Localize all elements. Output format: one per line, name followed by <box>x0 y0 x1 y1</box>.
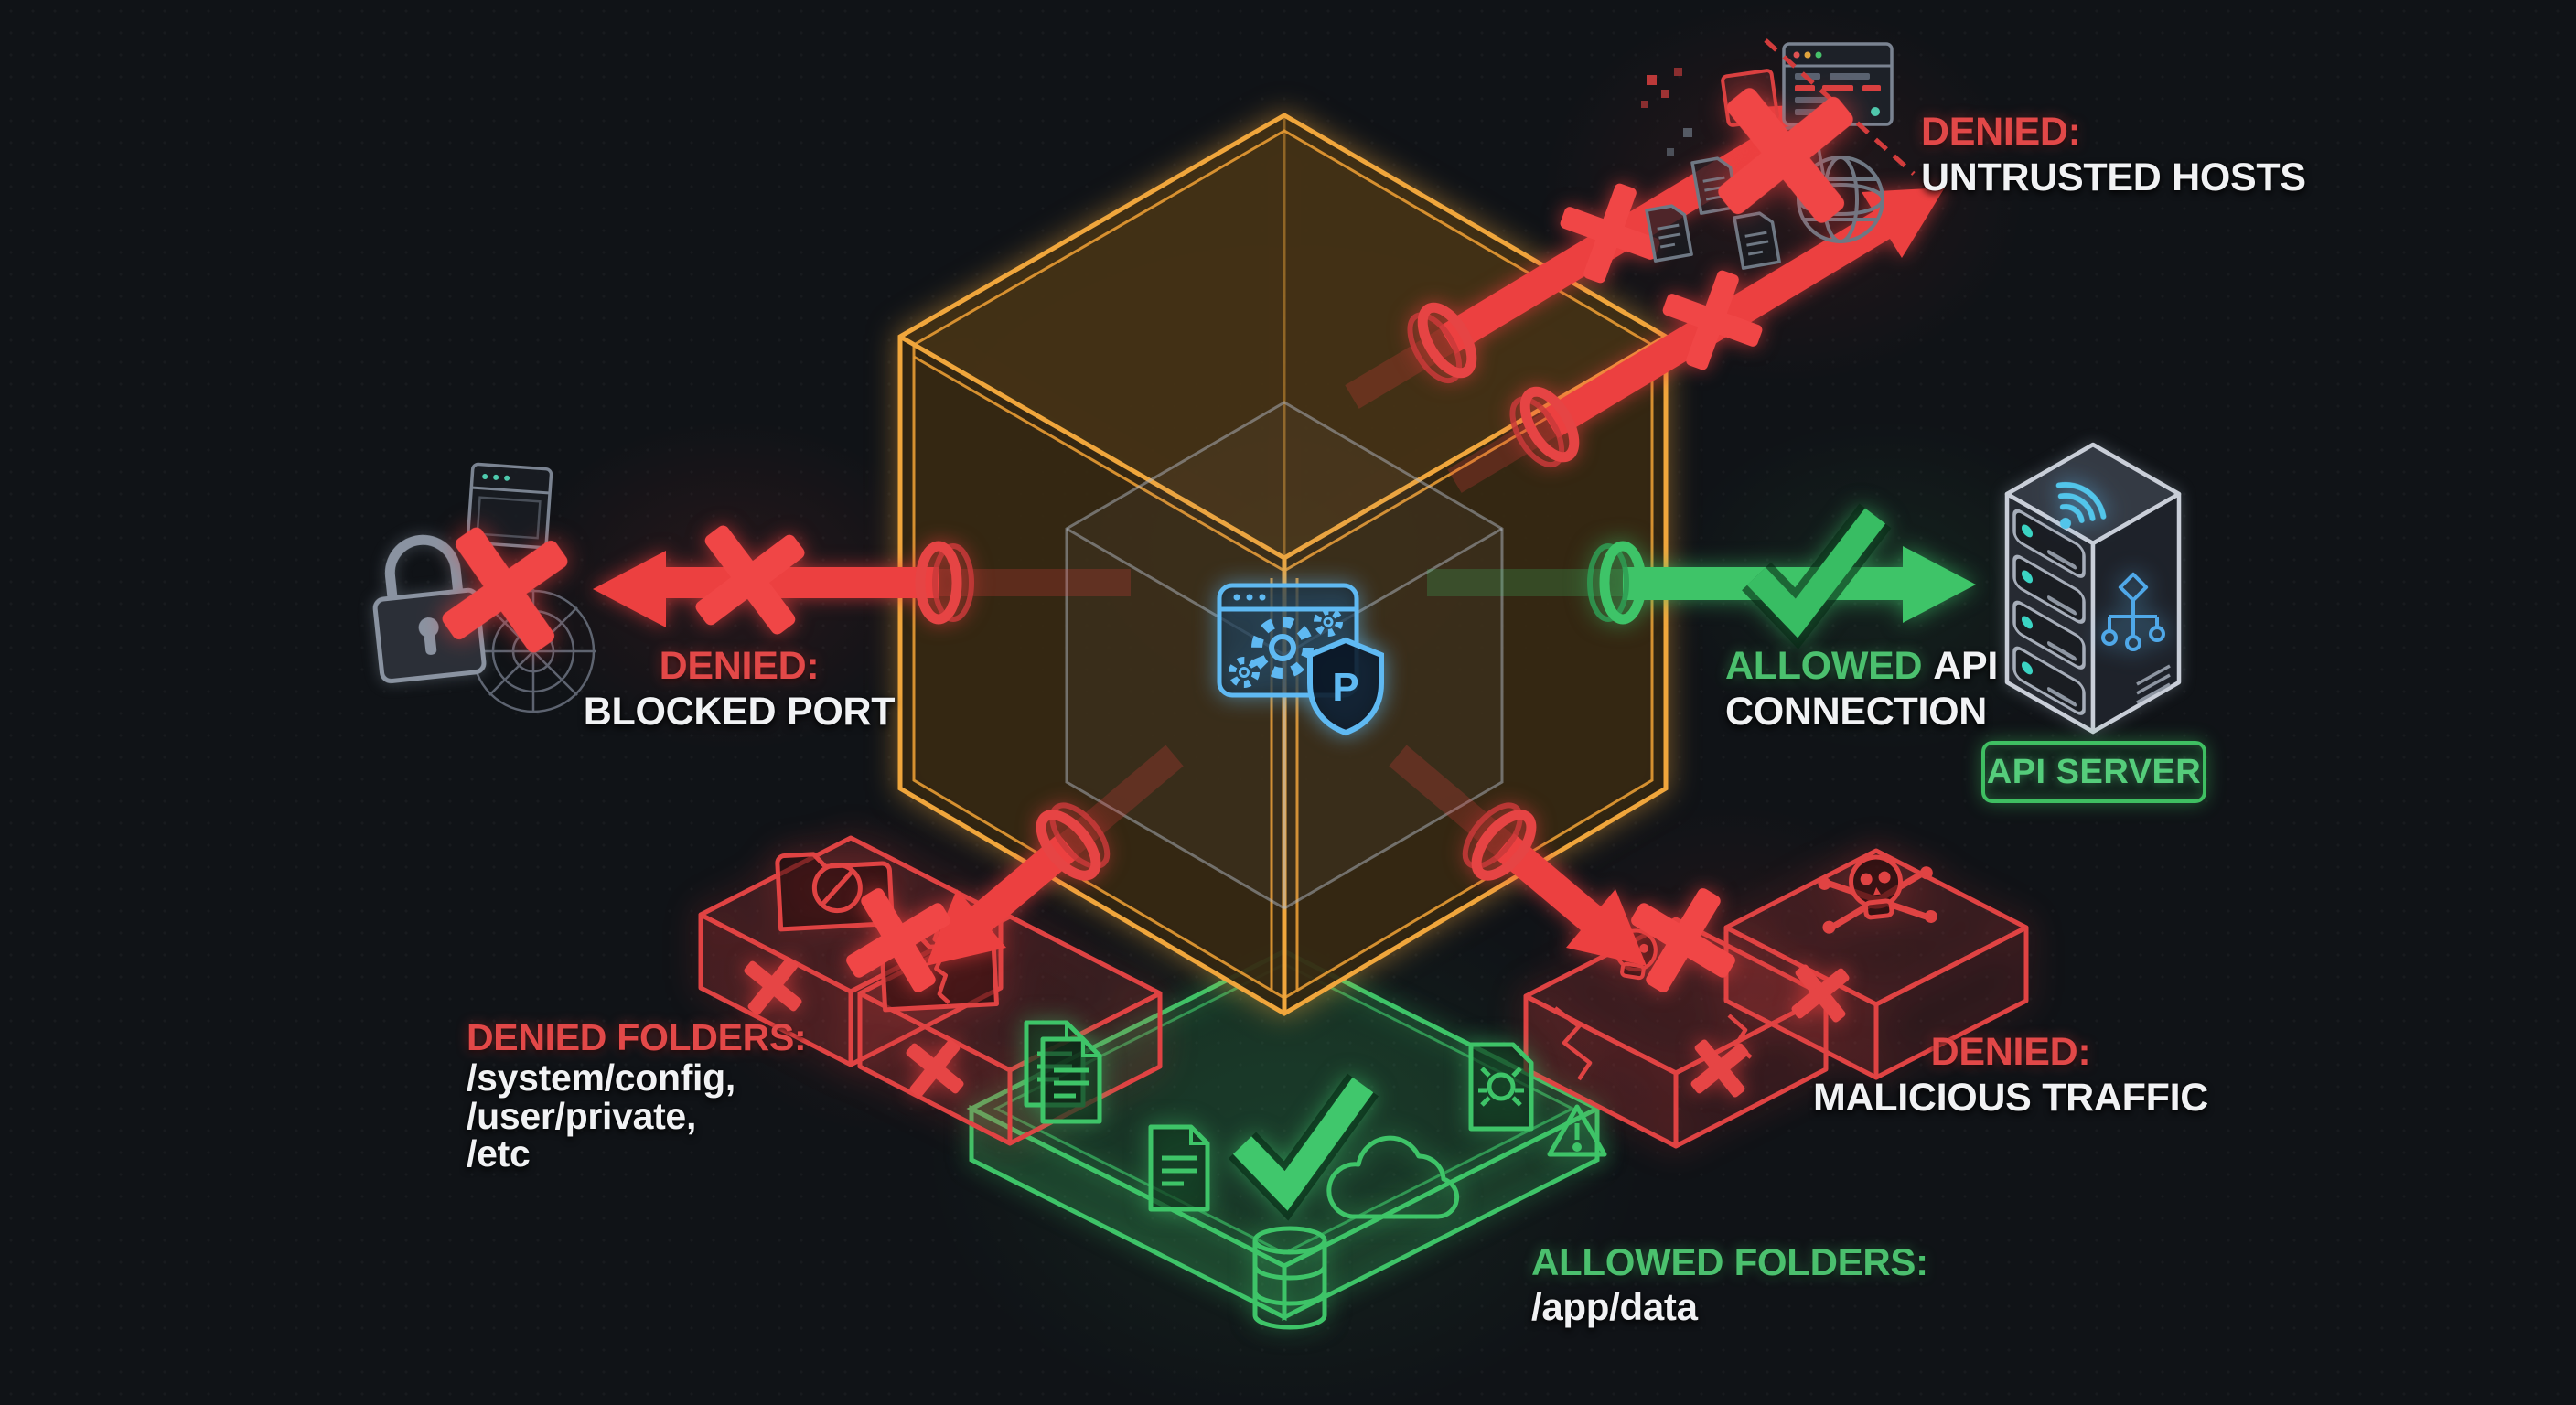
allowed-path: /app/data <box>1531 1284 1698 1328</box>
label-allowed-folders: ALLOWED FOLDERS: /app/data <box>1531 1240 1928 1329</box>
denied-arrow-bottom-right <box>1455 796 1742 999</box>
label-text: BLOCKED PORT <box>583 689 896 734</box>
denied-arrow-left <box>593 520 971 640</box>
status-denied: DENIED: <box>1930 1030 2091 1074</box>
label-line-2: CONNECTION <box>1725 689 1988 734</box>
denied-path: /etc <box>467 1132 531 1175</box>
platform-check-icon <box>1228 1073 1379 1221</box>
server-vents <box>2136 664 2171 704</box>
globe-icon <box>1797 156 1884 243</box>
api-server-tower-icon <box>2004 442 2182 735</box>
shield-letter: P <box>1332 665 1358 710</box>
allowed-folders-platform <box>966 949 1603 1322</box>
browser-window-icon <box>466 462 553 550</box>
label-denied-malicious-traffic: DENIED: MALICIOUS TRAFFIC <box>1800 1030 2221 1121</box>
cloud-icon <box>1326 1135 1460 1219</box>
label-denied-blocked-port: DENIED: BLOCKED PORT <box>509 644 970 735</box>
check-mark-icon <box>1742 503 1892 649</box>
status-allowed-folders: ALLOWED FOLDERS: <box>1531 1240 1928 1283</box>
folder-blocked-icon <box>775 852 895 932</box>
sandboxed-app-icon: P <box>1217 583 1384 736</box>
document-icon <box>1151 1127 1208 1209</box>
status-allowed: ALLOWED <box>1725 644 1923 688</box>
denied-path: /system/config, <box>467 1056 735 1099</box>
blocked-port-cluster <box>372 462 596 713</box>
label-text: UNTRUSTED HOSTS <box>1921 155 2306 199</box>
allowed-arrow-right <box>1590 503 1976 649</box>
gear-small-icon <box>1229 607 1343 688</box>
label-text: API <box>1933 644 1999 688</box>
status-denied: DENIED: <box>659 644 820 688</box>
malware-scan-doc-icon <box>1468 1042 1607 1157</box>
malicious-box-skull <box>1723 848 2029 1080</box>
wifi-icon <box>2055 482 2107 529</box>
server-drive-bays <box>2012 509 2086 715</box>
denied-arrow-top-1 <box>1401 102 1843 389</box>
database-icon <box>1252 1226 1327 1330</box>
denied-arrow-bottom-left <box>840 796 1117 999</box>
gear-icon <box>1251 617 1314 679</box>
status-denied-folders: DENIED FOLDERS: <box>467 1016 807 1058</box>
label-text: MALICIOUS TRAFFIC <box>1812 1075 2209 1120</box>
untrusted-hosts-cluster <box>1641 38 1916 270</box>
status-denied: DENIED: <box>1921 110 2081 154</box>
label-denied-untrusted-hosts: DENIED: UNTRUSTED HOSTS <box>1921 110 2306 201</box>
denied-path: /user/private, <box>467 1094 697 1137</box>
label-denied-folders: DENIED FOLDERS: /system/config, /user/pr… <box>467 1016 807 1175</box>
api-server-badge: API SERVER <box>1981 741 2206 803</box>
shield-icon: P <box>1307 637 1384 736</box>
denied-arrow-top-2 <box>1503 188 1945 473</box>
allowed-folder-icons <box>1026 1023 1607 1330</box>
network-tree-icon <box>2101 572 2165 651</box>
skull-crossbones-icon <box>1818 854 1937 934</box>
warning-triangle-icon <box>1547 1104 1607 1157</box>
